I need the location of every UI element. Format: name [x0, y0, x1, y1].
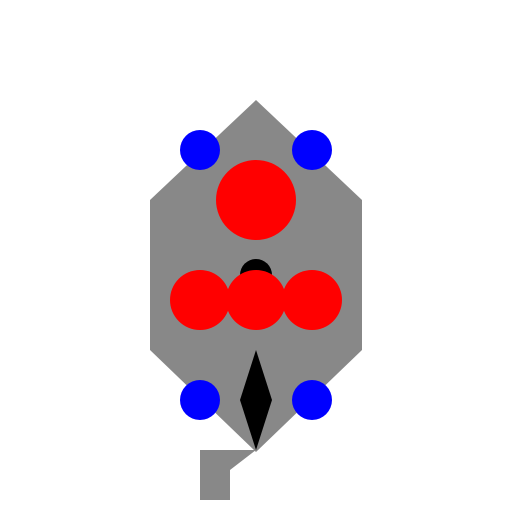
- blue-dot-bottom-right: [292, 380, 332, 420]
- blue-dot-bottom-left: [180, 380, 220, 420]
- middle-red-circle-left: [170, 270, 230, 330]
- middle-red-circle-right: [282, 270, 342, 330]
- top-red-circle: [216, 160, 296, 240]
- blue-dot-top-left: [180, 130, 220, 170]
- middle-red-circle-center: [226, 270, 286, 330]
- black-diamond: [240, 350, 272, 450]
- tail-bracket: [200, 450, 256, 500]
- blue-dot-top-right: [292, 130, 332, 170]
